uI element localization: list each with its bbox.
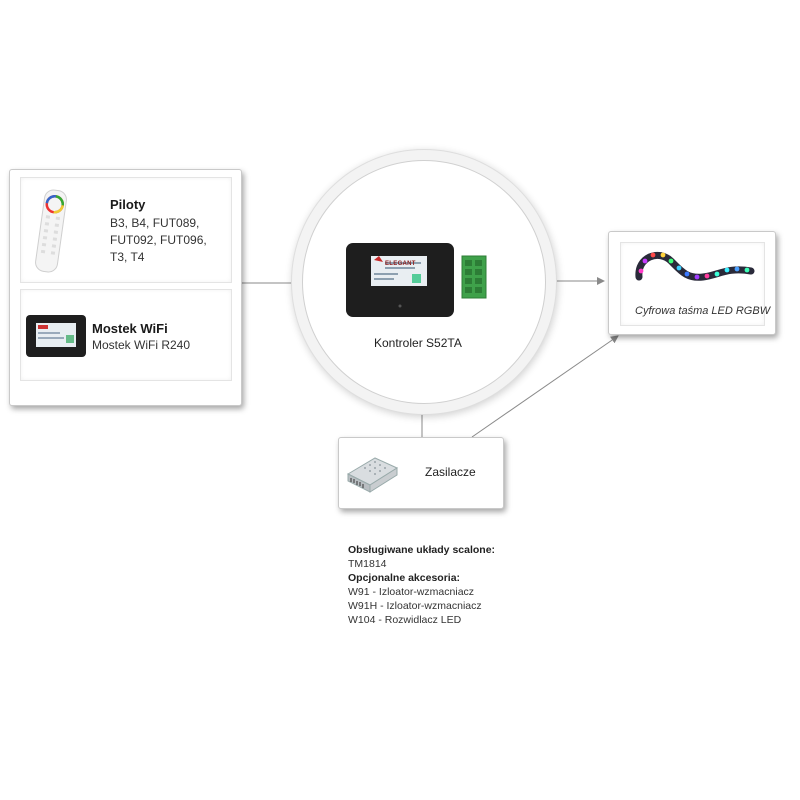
arrow-power-to-strip	[471, 335, 619, 438]
accessories-heading: Opcjonalne akcesoria:	[348, 572, 461, 584]
controller-label: Kontroler S52TA	[374, 336, 462, 350]
chip-item: TM1814	[348, 558, 387, 570]
remotes-title: Piloty	[110, 197, 146, 212]
power-supply-icon	[346, 457, 399, 493]
wifi-panel: Mostek WiFi Mostek WiFi R240	[20, 289, 232, 381]
inputs-card: Piloty B3, B4, FUT089, FUT092, FUT096, T…	[9, 169, 242, 406]
accessory-item: W91 - Izloator-wzmacniacz	[348, 586, 475, 598]
remotes-panel: Piloty B3, B4, FUT089, FUT092, FUT096, T…	[20, 177, 232, 283]
controller-brand-logo: ELEGANT	[385, 261, 416, 267]
led-strip-panel: Cyfrowa taśma LED RGBW	[620, 242, 770, 326]
wifi-subtitle: Mostek WiFi R240	[92, 338, 191, 352]
led-strip-icon	[635, 252, 755, 281]
remotes-line: B3, B4, FUT089,	[110, 216, 200, 230]
led-strip-card: Cyfrowa taśma LED RGBW	[608, 231, 776, 335]
remotes-list: B3, B4, FUT089, FUT092, FUT096, T3, T4	[110, 215, 207, 266]
remotes-line: T3, T4	[110, 250, 145, 264]
wifi-title: Mostek WiFi	[92, 321, 168, 336]
accessory-item: W91H - Izloator-wzmacniacz	[348, 600, 482, 612]
controller-device-icon	[346, 243, 487, 317]
wifi-bridge-icon	[26, 315, 86, 357]
remote-control-icon	[35, 189, 67, 273]
accessory-item: W104 - Rozwidlacz LED	[348, 614, 462, 626]
notes-block: Obsługiwane układy scalone: TM1814 Opcjo…	[348, 543, 495, 627]
power-supply-label: Zasilacze	[425, 465, 476, 479]
chips-heading: Obsługiwane układy scalone:	[348, 544, 496, 556]
remotes-line: FUT092, FUT096,	[110, 233, 207, 247]
power-supply-card: Zasilacze	[338, 437, 504, 509]
led-strip-label: Cyfrowa taśma LED RGBW	[635, 305, 771, 317]
